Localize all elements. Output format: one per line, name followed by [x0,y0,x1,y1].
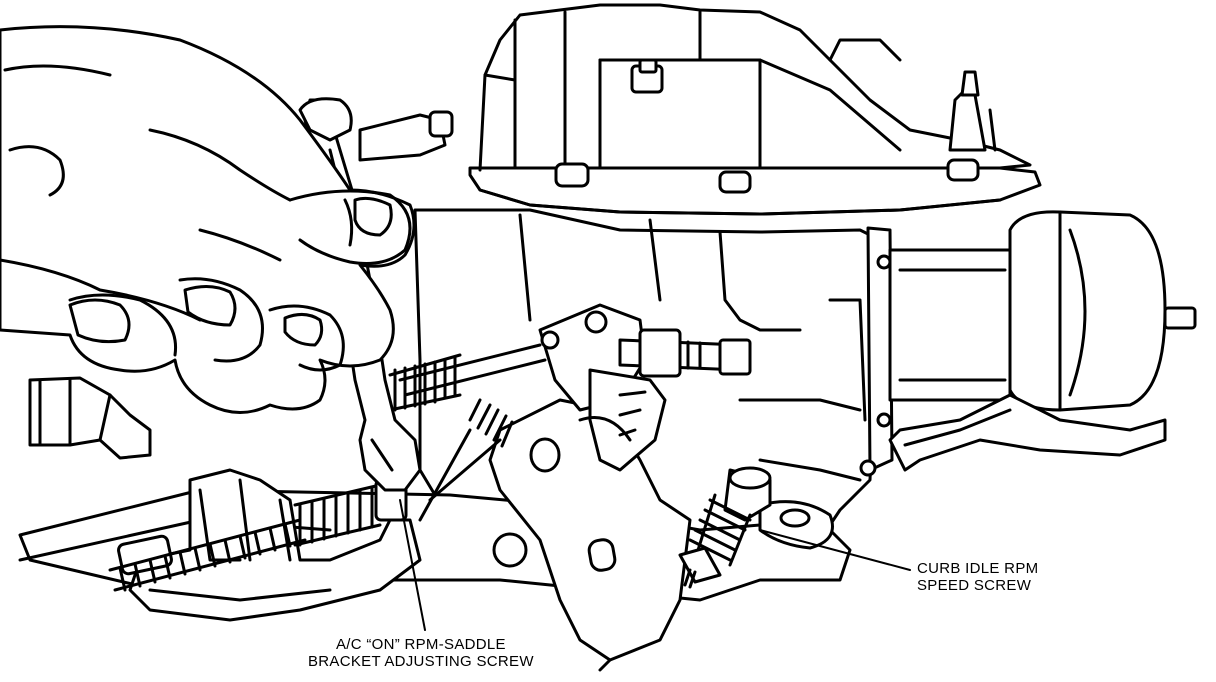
carburetor-air-horn [468,3,1042,216]
callout-ac-on-line1: A/C “ON” RPM-SADDLE [335,636,506,653]
callout-ac-on: A/C “ON” RPM-SADDLE BRACKET ADJUSTING SC… [308,636,534,670]
air-horn-screw [718,170,752,194]
fuel-inlet-fitting [28,376,152,460]
fingernail [68,298,131,344]
diaphragm-stud [1163,306,1197,330]
linkage-stop-screw [618,328,752,378]
leader-line-ac-on [399,499,426,631]
fingernail [183,285,237,327]
leader-line-curb-idle [759,529,911,571]
throttle-linkage [388,303,692,672]
curb-idle-speed-screw [678,466,772,589]
callout-curb-idle-line2: SPEED SCREW [917,577,1032,594]
callout-curb-idle: CURB IDLE RPM SPEED SCREW [917,560,1038,594]
thumbnail [353,196,393,237]
air-horn-screw [946,158,980,182]
torsion-spring [418,398,514,522]
linkage-pivot [529,437,561,473]
saddle-bracket [108,468,422,622]
fingernail [283,313,324,347]
vacuum-diaphragm [888,210,1197,472]
flange-hole [492,532,528,568]
air-horn-screw [554,162,590,188]
callout-curb-idle-line1: CURB IDLE RPM [917,560,1039,577]
choke-fitting [358,110,454,162]
callout-ac-on-line2: BRACKET ADJUSTING SCREW [308,653,534,670]
technician-hand [0,25,416,414]
